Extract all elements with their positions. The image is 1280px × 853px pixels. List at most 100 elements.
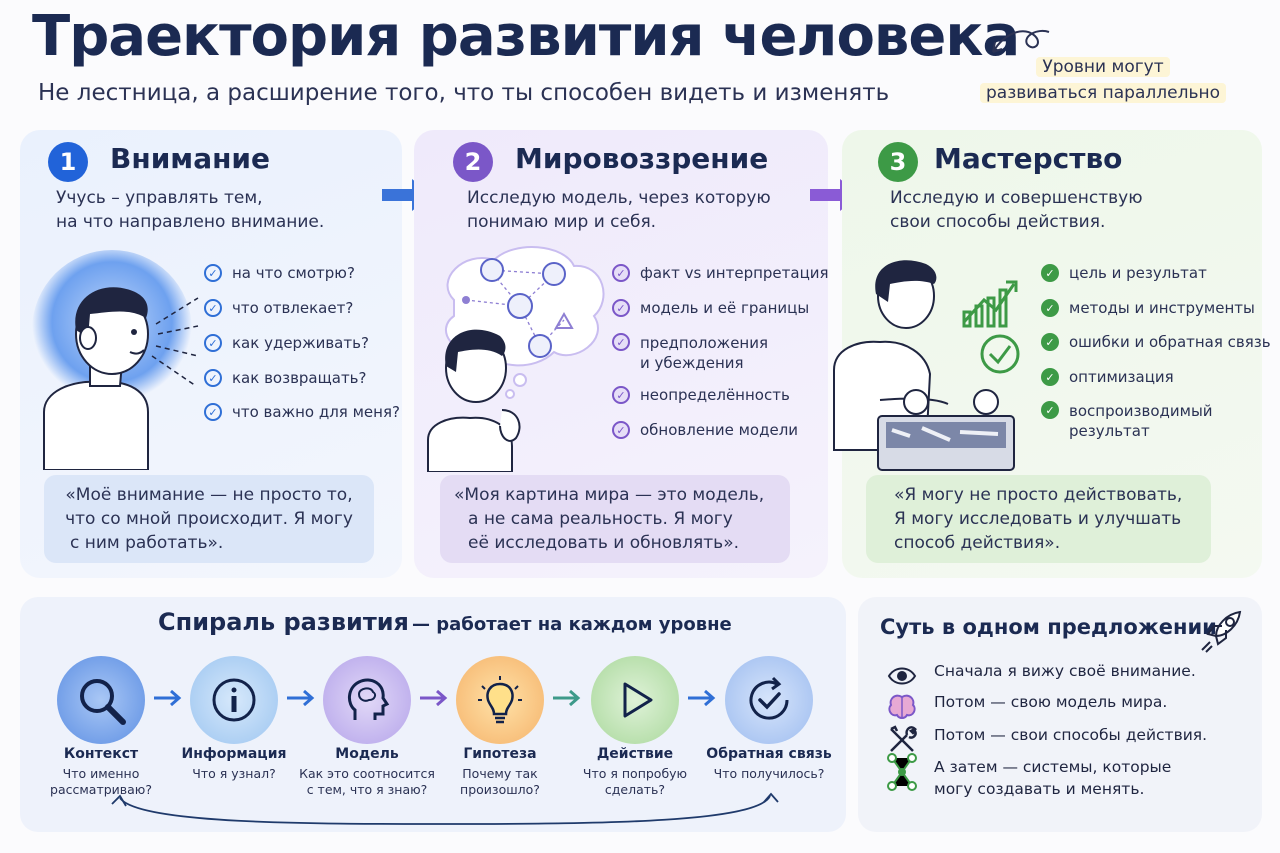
summary-line: Потом — свои способы действия. — [934, 726, 1208, 744]
list-item: ✓ ошибки и обратная связь — [1041, 333, 1271, 351]
quote-line: с ним работать». — [70, 533, 224, 553]
list-item-label: неопределённость — [640, 386, 790, 404]
check-icon: ✓ — [612, 333, 630, 351]
rocket-icon — [1201, 610, 1242, 653]
check-icon: ✓ — [204, 403, 222, 421]
level-desc-line: Учусь – управлять тем, — [56, 188, 263, 208]
arrow-right-icon — [553, 689, 581, 707]
step-feedback-circle — [725, 656, 813, 744]
person-working-illustration — [833, 260, 1020, 471]
level-number: 1 — [48, 142, 88, 182]
spiral-section — [20, 597, 846, 832]
list-item: ✓факт vs интерпретация — [612, 264, 829, 282]
level-desc-line: свои способы действия. — [890, 212, 1106, 232]
quote-line: «Моё внимание — не просто то, — [65, 485, 353, 505]
list-item-label-line: и убеждения — [640, 354, 744, 372]
list-item-label: обновление модели — [640, 421, 799, 439]
list-item: ✓ обновление модели — [612, 421, 798, 439]
level-title: Мировоззрение — [515, 142, 769, 175]
level-quote: «Моя картина мира — это модель, а не сам… — [440, 475, 790, 563]
info-icon — [212, 678, 256, 722]
step-hypothesis-circle — [456, 656, 544, 744]
page-subtitle: Не лестница, а расширение того, что ты с… — [38, 80, 890, 106]
level-desc: Исследую модель, через которую понимаю м… — [467, 186, 771, 234]
step-question-line: рассматриваю? — [50, 782, 152, 797]
list-item-label: как возвращать? — [232, 369, 367, 387]
check-icon: ✓ — [1041, 264, 1059, 282]
step-context-circle — [57, 656, 145, 744]
note-line-2: развиваться параллельно — [980, 83, 1226, 103]
list-item: ✓что отвлекает? — [204, 299, 353, 317]
quote-line: её исследовать и обновлять». — [468, 533, 739, 553]
level-number: 2 — [453, 142, 493, 182]
check-icon: ✓ — [1041, 299, 1059, 317]
quote-line: «Я могу не просто действовать, — [894, 485, 1183, 505]
play-icon — [623, 682, 653, 718]
step-label: Модель — [335, 746, 399, 762]
check-icon: ✓ — [204, 369, 222, 387]
step-question-line: Как это соотносится — [299, 766, 435, 781]
step-label: Контекст — [63, 746, 139, 762]
summary-line: А затем — системы, которые — [934, 758, 1172, 776]
list-item-label: оптимизация — [1069, 368, 1174, 386]
eye-icon — [886, 660, 918, 692]
list-item-label-line: воспроизводимый — [1069, 402, 1213, 420]
check-icon: ✓ — [1041, 401, 1059, 419]
level-desc-line: понимаю мир и себя. — [467, 212, 657, 232]
head-brain-icon — [348, 678, 390, 720]
summary-line: Потом — свою модель мира. — [934, 693, 1168, 711]
level-desc-line: Исследую и совершенствую — [890, 188, 1143, 208]
page-title: Траектория развития человека — [32, 4, 1020, 69]
quote-line: что со мной происходит. Я могу — [65, 509, 353, 529]
level-desc: Исследую и совершенствую свои способы де… — [890, 186, 1143, 234]
loop-back-arrow — [111, 792, 779, 825]
summary-line: Сначала я вижу своё внимание. — [934, 662, 1196, 680]
step-label: Действие — [596, 746, 674, 762]
lightbulb-icon — [478, 676, 522, 724]
list-item: ✓ неопределённость — [612, 386, 790, 404]
arrow-right-icon — [287, 689, 315, 707]
step-question-line: сделать? — [604, 782, 666, 797]
check-icon: ✓ — [204, 334, 222, 352]
list-item: ✓ воспроизводимый результат — [1041, 401, 1213, 441]
list-item: ✓ как возвращать? — [204, 369, 367, 387]
summary-row: А затем — системы, которые могу создавать… — [886, 753, 1171, 800]
quote-line: «Моя картина мира — это модель, — [454, 485, 765, 505]
list-item-label: что важно для меня? — [232, 403, 400, 421]
summary-row: Потом — свою модель мира. — [886, 691, 1167, 723]
check-icon: ✓ — [612, 299, 630, 317]
check-icon: ✓ — [204, 264, 222, 282]
check-icon: ✓ — [612, 421, 630, 439]
level-title: Внимание — [110, 142, 271, 175]
summary-text: А затем — системы, которые могу создавать… — [934, 756, 1171, 800]
quote-line: Я могу исследовать и улучшать — [894, 509, 1182, 529]
arrow-right-icon — [420, 689, 448, 707]
parallel-note: Уровни могут развиваться параллельно — [962, 54, 1244, 110]
tools-icon — [886, 724, 918, 756]
step-label: Обратная связь — [706, 746, 832, 762]
summary-text: Потом — свою модель мира. — [934, 691, 1167, 713]
check-icon: ✓ — [612, 264, 630, 282]
arrow-right-icon — [154, 689, 182, 707]
summary-section — [858, 597, 1262, 832]
check-icon: ✓ — [612, 386, 630, 404]
list-item: ✓методы и инструменты — [1041, 299, 1255, 317]
list-item-label: что отвлекает? — [232, 299, 354, 317]
summary-title: Суть в одном предложении — [880, 615, 1217, 639]
level-desc-line: на что направлено внимание. — [56, 212, 325, 232]
level-quote: «Моё внимание — не просто то, что со мно… — [44, 475, 374, 563]
list-item-label: как удерживать? — [232, 334, 369, 352]
network-icon — [886, 753, 918, 791]
summary-line: могу создавать и менять. — [934, 780, 1145, 798]
list-item-label-line: результат — [1069, 422, 1150, 440]
list-item-label: цель и результат — [1069, 264, 1207, 282]
level-desc: Учусь – управлять тем, на что направлено… — [56, 186, 324, 234]
note-line-1: Уровни могут — [1036, 57, 1170, 77]
check-icon: ✓ — [1041, 333, 1059, 351]
step-question-line: произошло? — [460, 782, 540, 797]
list-item-label: ошибки и обратная связь — [1069, 333, 1271, 351]
step-question-line: Что именно — [62, 766, 140, 781]
